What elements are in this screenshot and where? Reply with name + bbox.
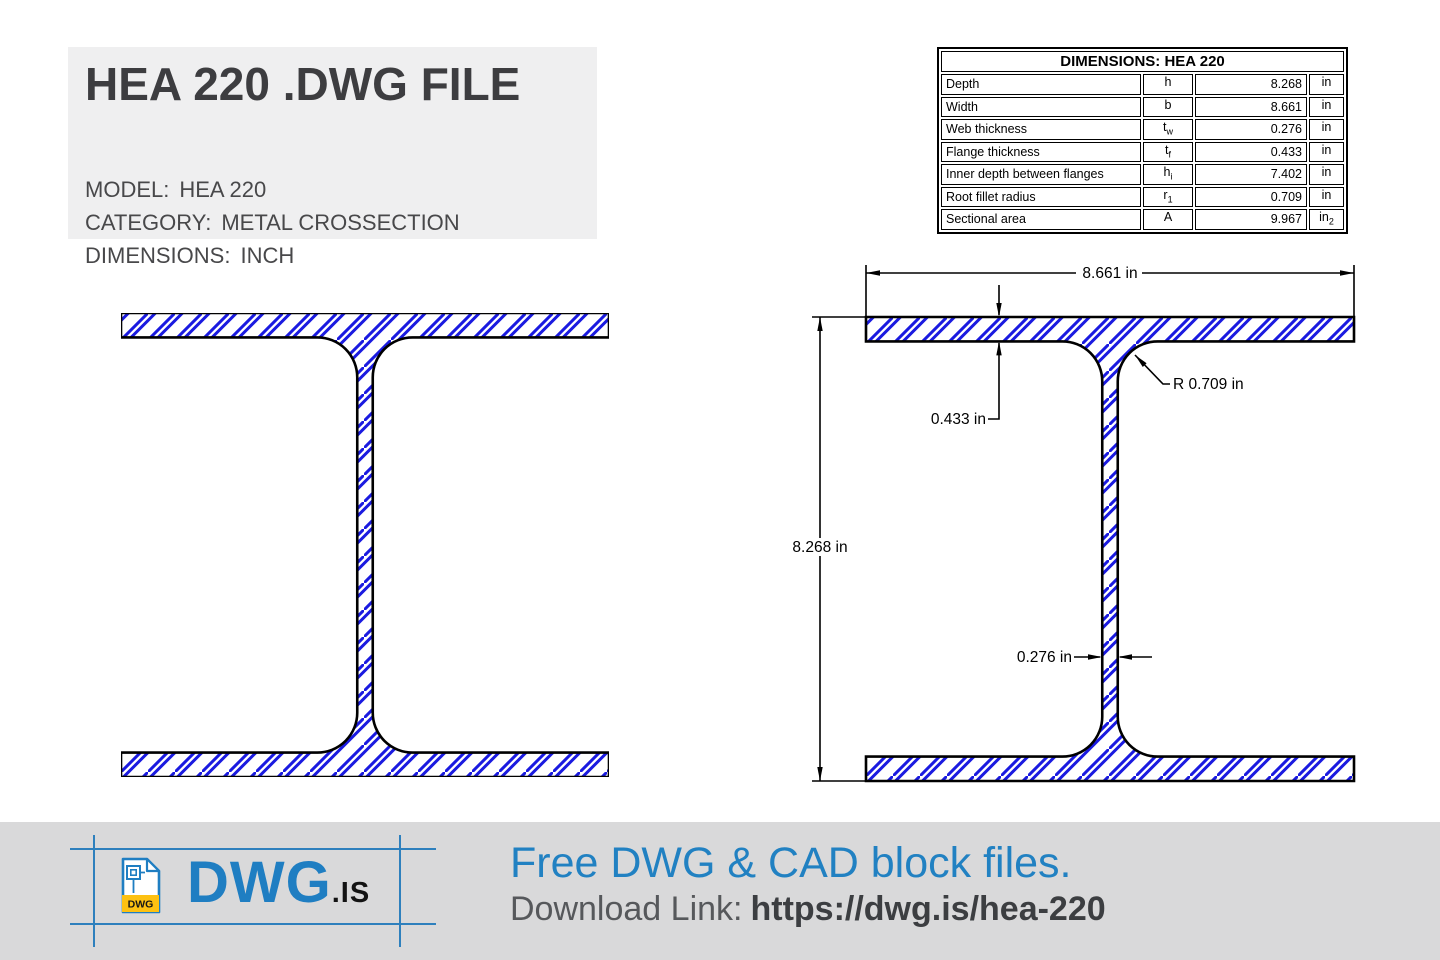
label-backing	[788, 538, 852, 556]
guide-line-vertical	[93, 835, 95, 947]
label-backing	[1076, 264, 1142, 282]
dim-label-web: 0.276 in	[1017, 649, 1072, 666]
table-title: DIMENSIONS: HEA 220	[941, 51, 1345, 72]
model-label: MODEL:	[85, 177, 170, 202]
guide-line-horizontal	[70, 848, 436, 850]
logo-wordmark: DWG.IS	[187, 850, 371, 915]
table-row: Width b 8.661 in	[941, 96, 1345, 117]
category-value: METAL CROSSECTION	[221, 210, 460, 235]
dwg-file-icon: DWG	[121, 857, 161, 914]
dimensions-table: DIMENSIONS: HEA 220 Depth h 8.268 in Wid…	[937, 47, 1349, 234]
model-value: HEA 220	[179, 177, 267, 202]
dimensions-field: DIMENSIONS: INCH	[85, 239, 460, 272]
dimension-arrowheads	[817, 270, 1354, 781]
guide-line-horizontal	[70, 923, 436, 925]
beam-outline	[121, 313, 609, 777]
table-row: Depth h 8.268 in	[941, 74, 1345, 95]
dwg-is-logo[interactable]: DWG DWG.IS	[121, 850, 371, 915]
dim-label-radius: R 0.709 in	[1173, 376, 1244, 393]
beam-cross-section-dimensioned: 8.661 in 8.268 in 0.433 in R 0.709 in 0.…	[788, 264, 1356, 783]
category-field: CATEGORY: METAL CROSSECTION	[85, 206, 460, 239]
dim-label-height: 8.268 in	[792, 539, 847, 556]
footer: DWG DWG.IS Free DWG & CAD block files. D…	[0, 822, 1440, 960]
beam-outline	[864, 315, 1356, 783]
download-line: Download Link:https://dwg.is/hea-220	[510, 888, 1106, 930]
table-title-row: DIMENSIONS: HEA 220	[941, 51, 1345, 72]
beam-cross-section-plain	[121, 313, 609, 777]
header-box: HEA 220 .DWG FILE MODEL: HEA 220 CATEGORY…	[68, 47, 597, 268]
category-label: CATEGORY:	[85, 210, 212, 235]
dwg-badge-label: DWG	[128, 899, 154, 911]
header-fields: MODEL: HEA 220 CATEGORY: METAL CROSSECTION…	[85, 173, 460, 272]
dwg-badge	[122, 895, 159, 912]
model-field: MODEL: HEA 220	[85, 173, 460, 206]
table-row: Inner depth between flanges hi 7.402 in	[941, 164, 1345, 185]
table-row: Flange thickness tf 0.433 in	[941, 141, 1345, 162]
table-row: Sectional area A 9.967 in2	[941, 209, 1345, 230]
logo-suffix: .IS	[331, 877, 371, 909]
table-row: Web thickness tw 0.276 in	[941, 119, 1345, 140]
guide-line-vertical	[399, 835, 401, 947]
dim-label-width: 8.661 in	[1082, 265, 1137, 282]
download-link[interactable]: https://dwg.is/hea-220	[750, 890, 1106, 928]
tagline: Free DWG & CAD block files.	[510, 839, 1072, 887]
dimensions-value: INCH	[240, 243, 295, 268]
dim-label-flange: 0.433 in	[931, 411, 986, 428]
footer-text: Free DWG & CAD block files. Download Lin…	[510, 838, 1106, 930]
dimensions-label: DIMENSIONS:	[85, 243, 231, 268]
download-label: Download Link:	[510, 890, 743, 928]
page-title: HEA 220 .DWG FILE	[85, 58, 521, 110]
table-row: Root fillet radius r1 0.709 in	[941, 186, 1345, 207]
logo-name: DWG	[187, 850, 332, 915]
